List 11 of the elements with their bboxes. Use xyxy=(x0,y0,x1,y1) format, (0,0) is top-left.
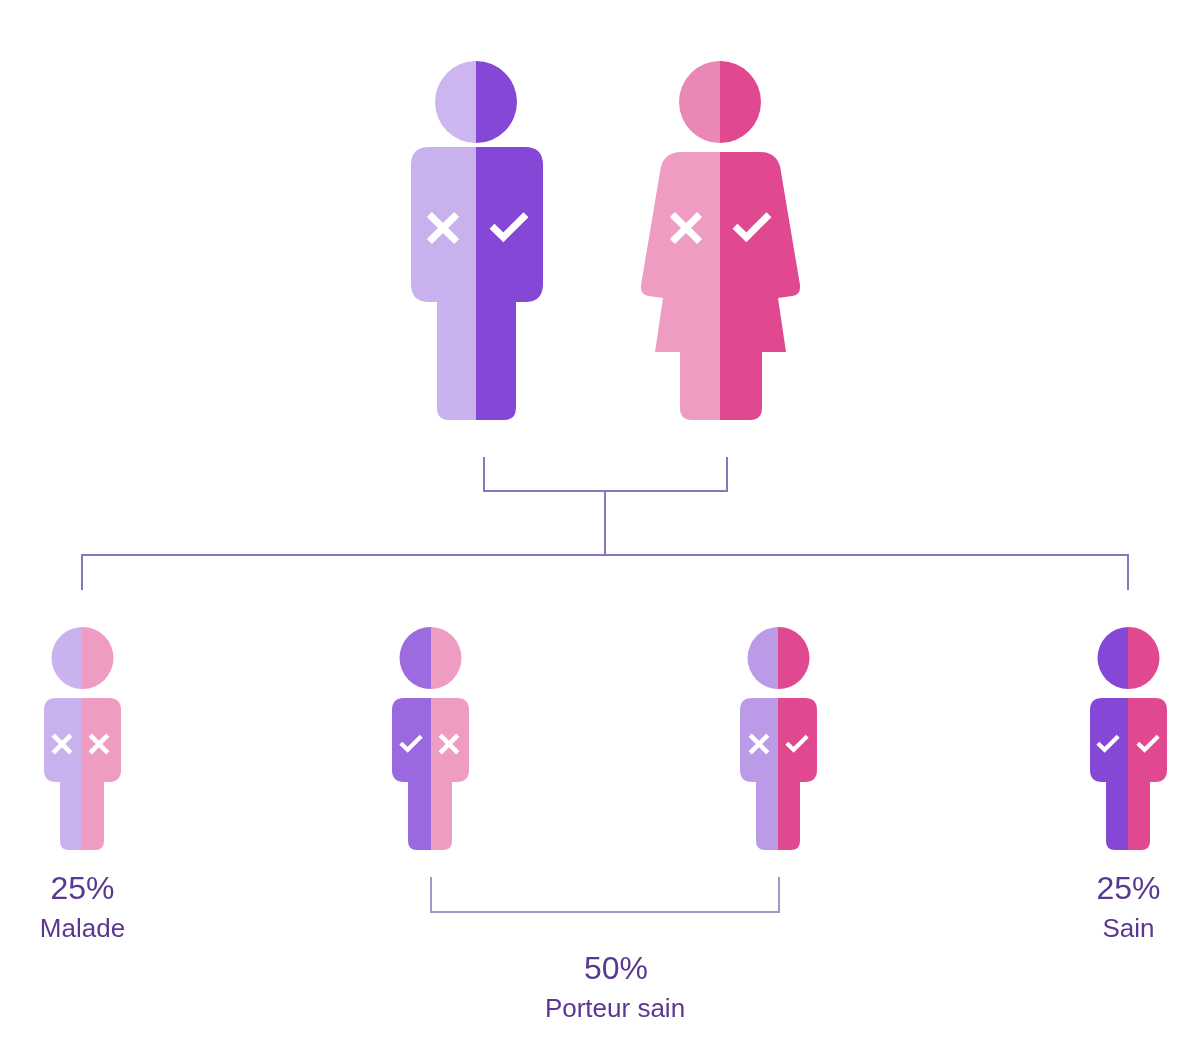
status-label: Porteur sain xyxy=(544,993,686,1023)
person-figure xyxy=(392,627,469,850)
person-figure xyxy=(740,627,817,850)
status-label: Malade xyxy=(39,913,126,943)
percentage-label: 50% xyxy=(584,950,648,986)
person-figure xyxy=(411,61,543,420)
person-figure xyxy=(640,61,801,420)
percentage-label: 25% xyxy=(50,870,115,906)
percentage-label: 25% xyxy=(1096,870,1161,906)
connector-line xyxy=(604,456,1129,591)
status-label: Sain xyxy=(1102,913,1155,943)
